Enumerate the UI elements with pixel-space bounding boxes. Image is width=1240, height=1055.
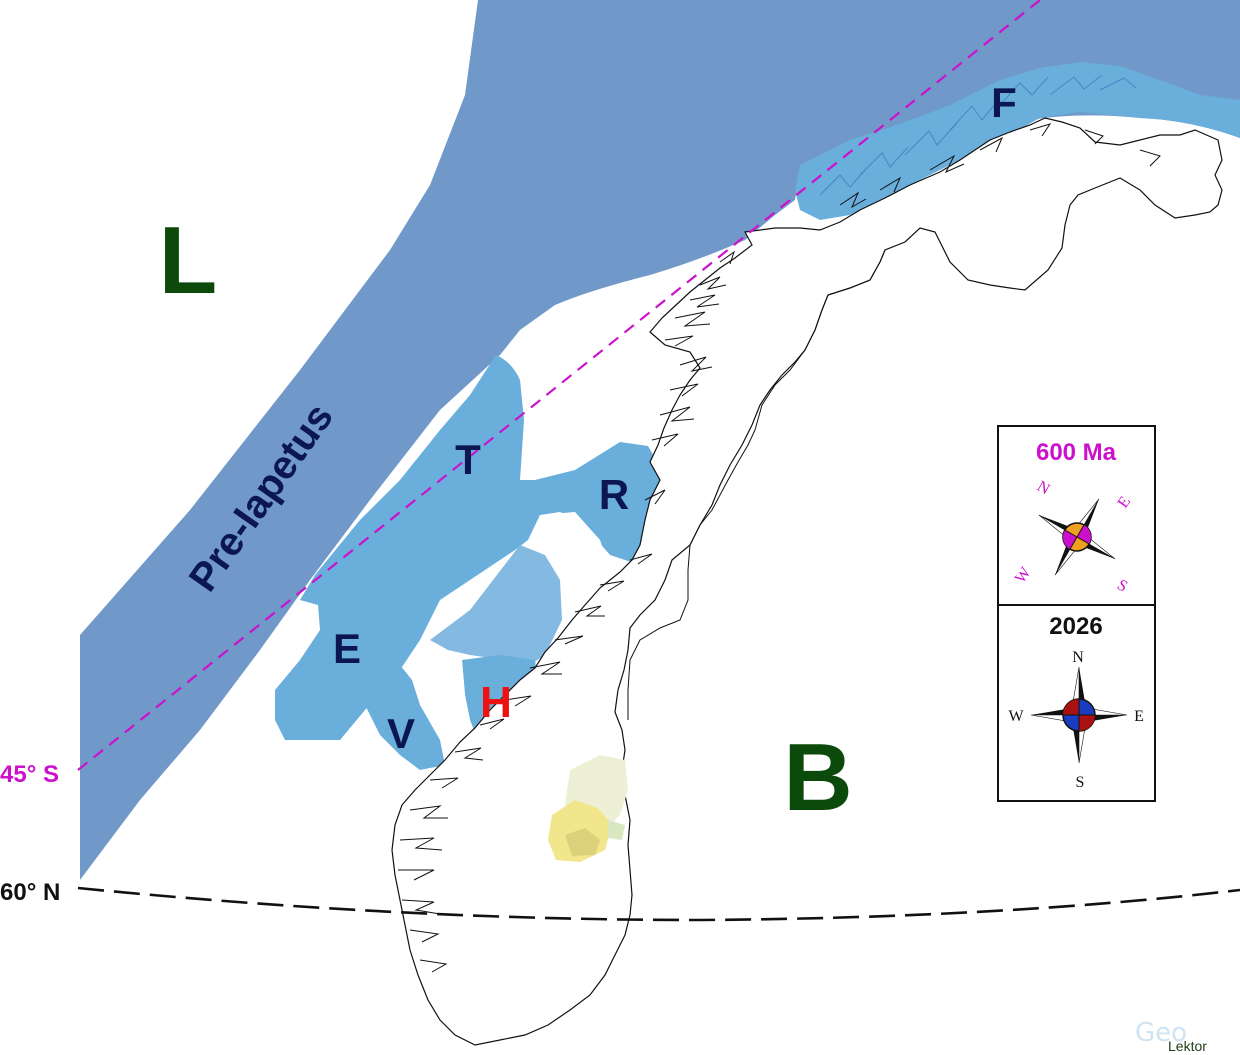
modern-latitude-line bbox=[77, 886, 1240, 922]
legend-past-title: 600 Ma bbox=[1036, 439, 1117, 466]
region-label-f: F bbox=[991, 79, 1017, 126]
paleolatitude-line bbox=[77, 0, 1041, 771]
modern-latitude-label: 60° N bbox=[0, 879, 60, 906]
inland-border bbox=[627, 249, 886, 720]
compass-rose-2026-icon bbox=[1030, 666, 1128, 764]
shelf-gap-south bbox=[412, 650, 470, 740]
region-label-h: H bbox=[480, 678, 512, 727]
region-label-e: E bbox=[333, 625, 361, 672]
legend-present-e: E bbox=[1134, 708, 1144, 725]
f-shelf-islands bbox=[819, 74, 1137, 196]
continent-label-l: L bbox=[159, 207, 218, 314]
fjord-texture bbox=[398, 123, 1161, 973]
compass-rose-600ma-icon bbox=[1038, 498, 1116, 576]
paleolatitude-label: 45° S bbox=[0, 761, 59, 788]
shelf-gap-north bbox=[530, 512, 610, 570]
region-label-t: T bbox=[455, 436, 481, 483]
continent-label-b: B bbox=[783, 724, 852, 831]
legend-present-n: N bbox=[1072, 649, 1084, 666]
region-label-r: R bbox=[599, 471, 629, 518]
watermark-lektor: Lektor bbox=[1168, 1038, 1207, 1054]
region-label-v: V bbox=[387, 710, 415, 757]
compass-legend: 600 Ma N E S W 2026 bbox=[997, 425, 1156, 802]
legend-present-title: 2026 bbox=[1049, 613, 1102, 640]
shelf-f bbox=[795, 62, 1240, 220]
shelf-v-tongue bbox=[365, 665, 445, 770]
legend-present-s: S bbox=[1076, 774, 1085, 791]
geology-inset bbox=[548, 755, 628, 862]
shelf-light-lobe bbox=[430, 545, 562, 668]
legend-present-w: W bbox=[1008, 708, 1024, 725]
watermark-geo: Geo bbox=[1135, 1018, 1188, 1048]
shelf-t-e-r-complex bbox=[275, 355, 662, 740]
